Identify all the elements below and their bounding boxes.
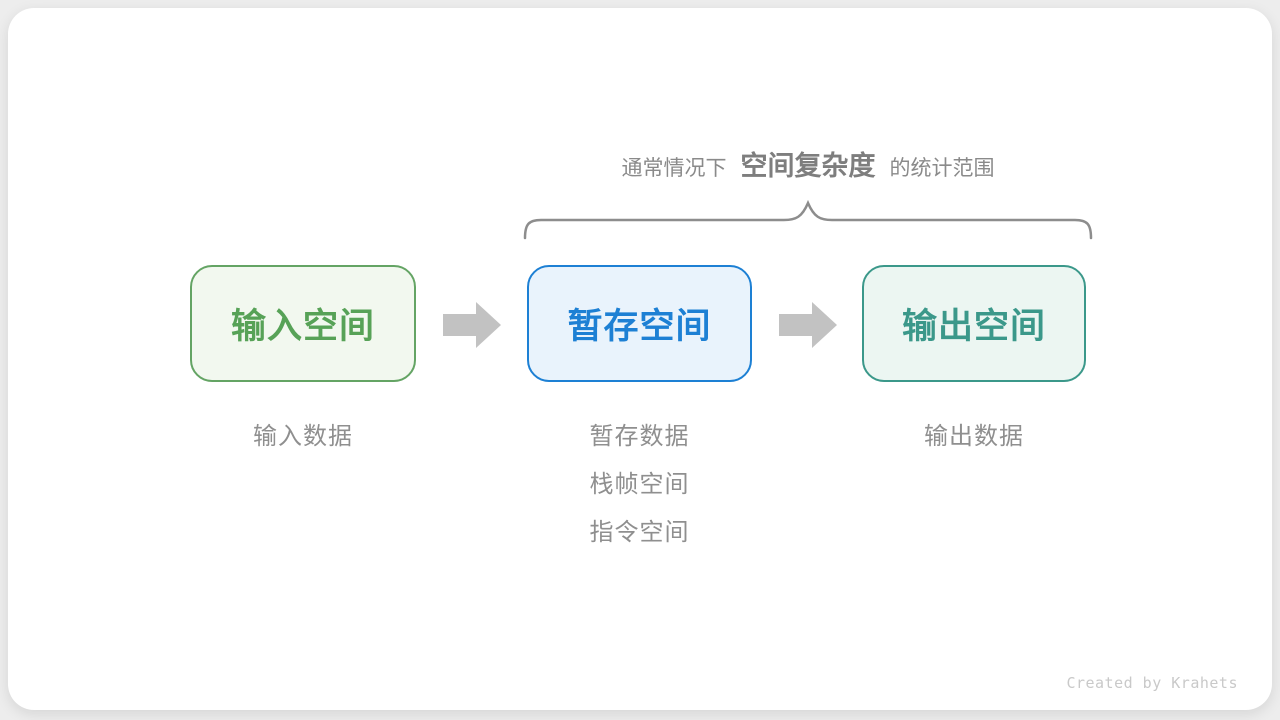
credit-text: Created by Krahets bbox=[1066, 674, 1238, 692]
arrow-right-icon bbox=[443, 302, 501, 348]
node-output-space: 输出空间 bbox=[862, 265, 1086, 382]
scope-annotation: 通常情况下 空间复杂度 的统计范围 bbox=[523, 144, 1093, 184]
curly-brace bbox=[523, 199, 1093, 240]
node-buffer-space: 暂存空间 bbox=[527, 265, 752, 382]
notes-output-space: 输出数据 bbox=[862, 413, 1086, 461]
node-input-space-label: 输入空间 bbox=[230, 307, 375, 346]
node-input-space: 输入空间 bbox=[190, 265, 416, 382]
scope-annotation-suffix: 的统计范围 bbox=[889, 157, 995, 180]
note-line: 暂存数据 bbox=[589, 423, 690, 450]
node-output-space-label: 输出空间 bbox=[901, 307, 1046, 346]
note-line: 指令空间 bbox=[589, 519, 690, 546]
note-line: 栈帧空间 bbox=[589, 471, 690, 498]
node-buffer-space-label: 暂存空间 bbox=[567, 307, 712, 346]
notes-input-space: 输入数据 bbox=[190, 413, 416, 461]
note-line: 输入数据 bbox=[253, 423, 353, 450]
scope-annotation-highlight: 空间复杂度 bbox=[740, 151, 876, 181]
arrow-right-icon bbox=[779, 302, 837, 348]
notes-buffer-space: 暂存数据 栈帧空间 指令空间 bbox=[527, 413, 752, 557]
note-line: 输出数据 bbox=[924, 423, 1024, 450]
scope-annotation-prefix: 通常情况下 bbox=[621, 157, 727, 180]
